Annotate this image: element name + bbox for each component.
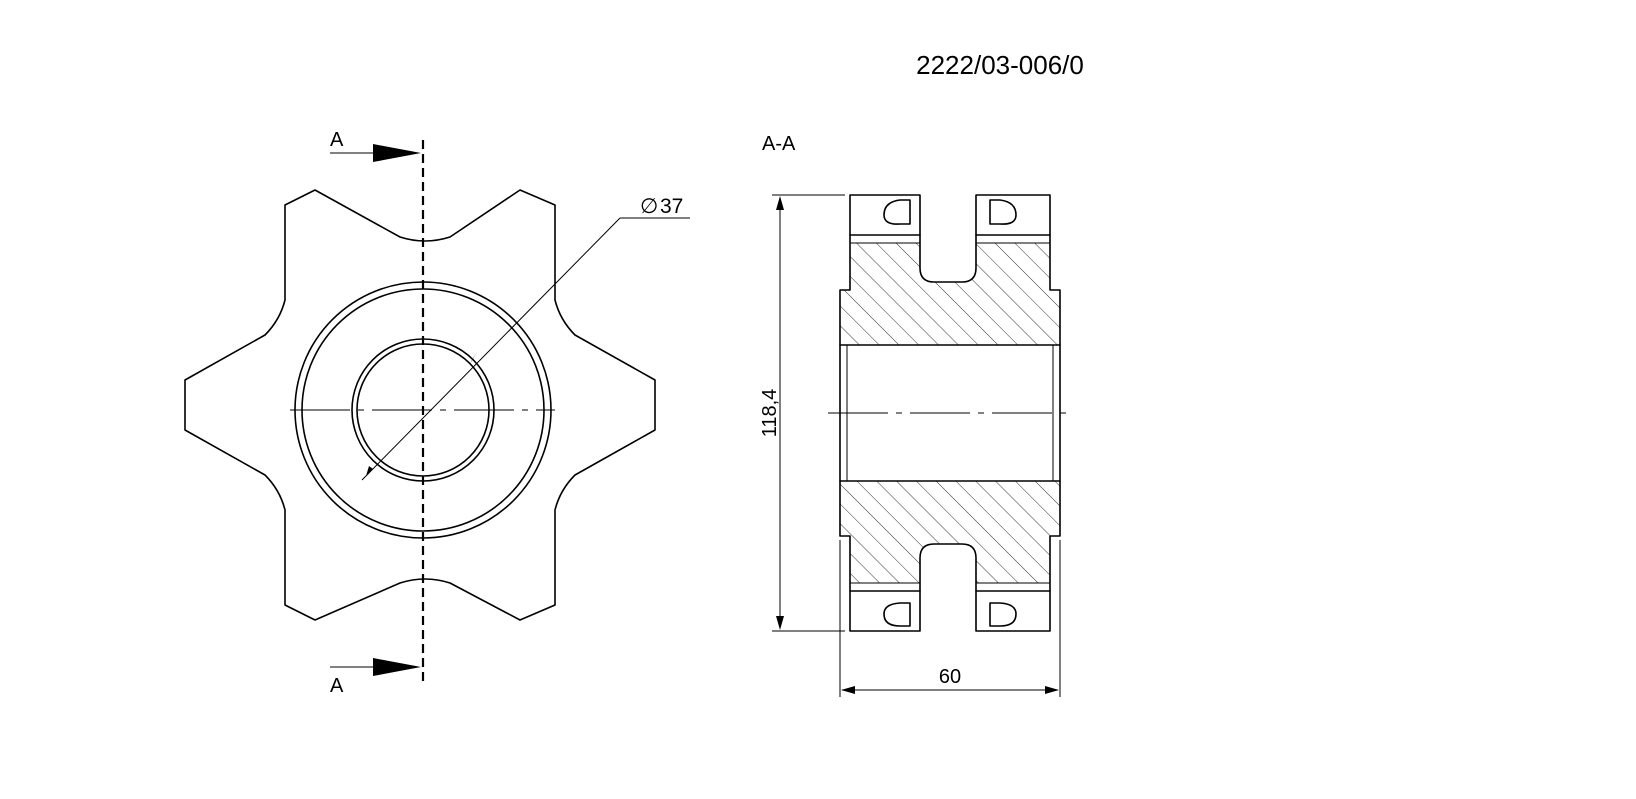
cut-arrow-bottom-head [373, 658, 421, 676]
diameter-leader [361, 217, 621, 481]
sprocket-outline [184, 189, 656, 621]
cut-marker-bottom: A [330, 675, 344, 697]
section-label: A-A [762, 133, 796, 155]
cut-marker-top: A [330, 129, 344, 151]
diameter-symbol: ∅ [640, 195, 658, 218]
diameter-arrow-inner [470, 352, 477, 364]
tooth-tip-bottom-right [989, 602, 1017, 627]
tooth-tip-top-left [883, 199, 911, 225]
section-hatch-upper [840, 243, 1060, 345]
section-outline [839, 194, 1061, 632]
height-arrow-top [776, 196, 784, 210]
cut-arrow-top-head [373, 144, 421, 162]
height-dim-text: 118,4 [759, 389, 781, 438]
tooth-tip-top-right [989, 199, 1017, 225]
diameter-value: 37 [660, 195, 683, 218]
width-arrow-right [1045, 686, 1059, 694]
tooth-tip-bottom-left [883, 602, 911, 627]
section-hatch-lower [840, 481, 1060, 583]
section-view: A-A 118,4 [759, 133, 1072, 697]
drawing-number: 2222/03-006/0 [916, 50, 1084, 80]
diameter-arrow-outer [366, 466, 373, 476]
width-dim-text: 60 [939, 666, 961, 688]
front-view: A A ∅ 37 [184, 129, 690, 697]
height-arrow-bottom [776, 616, 784, 630]
width-arrow-left [841, 686, 855, 694]
